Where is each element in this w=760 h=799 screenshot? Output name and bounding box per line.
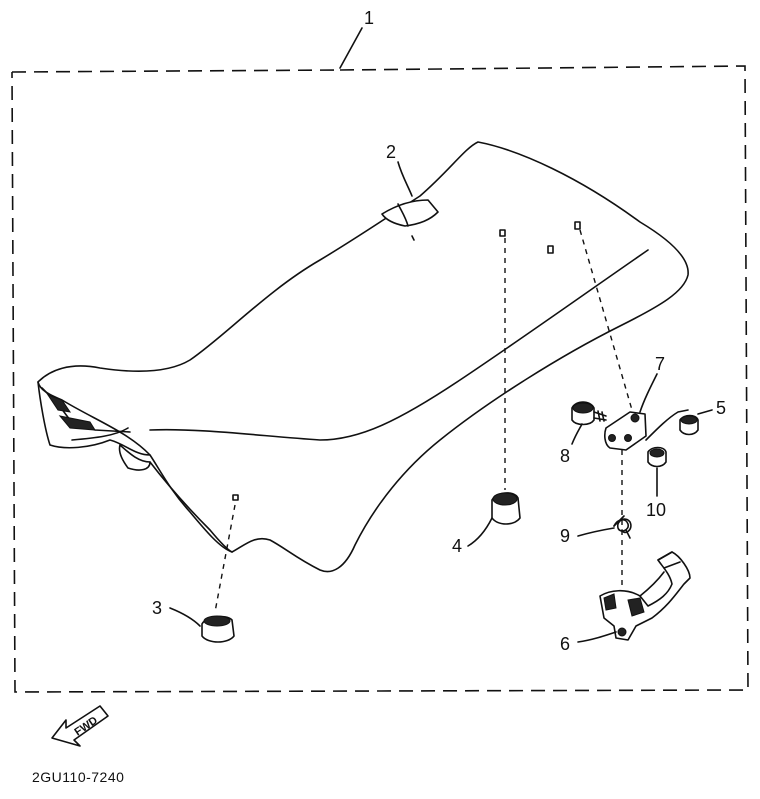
leader-line-4 xyxy=(467,517,493,547)
part-label-9: 9 xyxy=(560,526,570,546)
part-label-6: 6 xyxy=(560,634,570,654)
assembly-frame xyxy=(11,65,749,693)
leader-line-6 xyxy=(577,631,617,643)
leader-line-1 xyxy=(339,27,363,69)
part-label-8: 8 xyxy=(560,446,570,466)
part-label-2: 2 xyxy=(386,142,396,162)
diagram-code: 2GU110-7240 xyxy=(32,769,124,785)
nut-part-5 xyxy=(679,414,699,436)
part-label-1: 1 xyxy=(364,8,374,28)
washer-part-10 xyxy=(647,446,667,468)
fwd-arrow-icon: FWD xyxy=(51,705,109,747)
leader-line-7 xyxy=(639,373,658,413)
leader-line-5 xyxy=(645,409,689,441)
leader-line-8 xyxy=(571,423,583,445)
leader-line-9 xyxy=(577,527,615,537)
part-label-10: 10 xyxy=(646,500,666,520)
part-label-7: 7 xyxy=(655,354,665,374)
seat-assembly xyxy=(37,141,689,573)
bolt-part-8 xyxy=(571,401,607,426)
seat-lock-part-6 xyxy=(599,551,691,641)
leader-line-2 xyxy=(397,161,413,197)
damper-part-4 xyxy=(491,492,521,525)
leader-line-5b xyxy=(697,409,713,415)
part-label-3: 3 xyxy=(152,598,162,618)
damper-part-3 xyxy=(201,615,235,643)
dash-line-part-7 xyxy=(579,229,633,411)
spring-part-9 xyxy=(613,515,632,539)
dash-line-part-3 xyxy=(214,504,236,613)
part-label-4: 4 xyxy=(452,536,462,556)
leader-line-3 xyxy=(169,607,201,627)
bracket-part-7 xyxy=(604,411,647,451)
part-label-5: 5 xyxy=(716,398,726,418)
